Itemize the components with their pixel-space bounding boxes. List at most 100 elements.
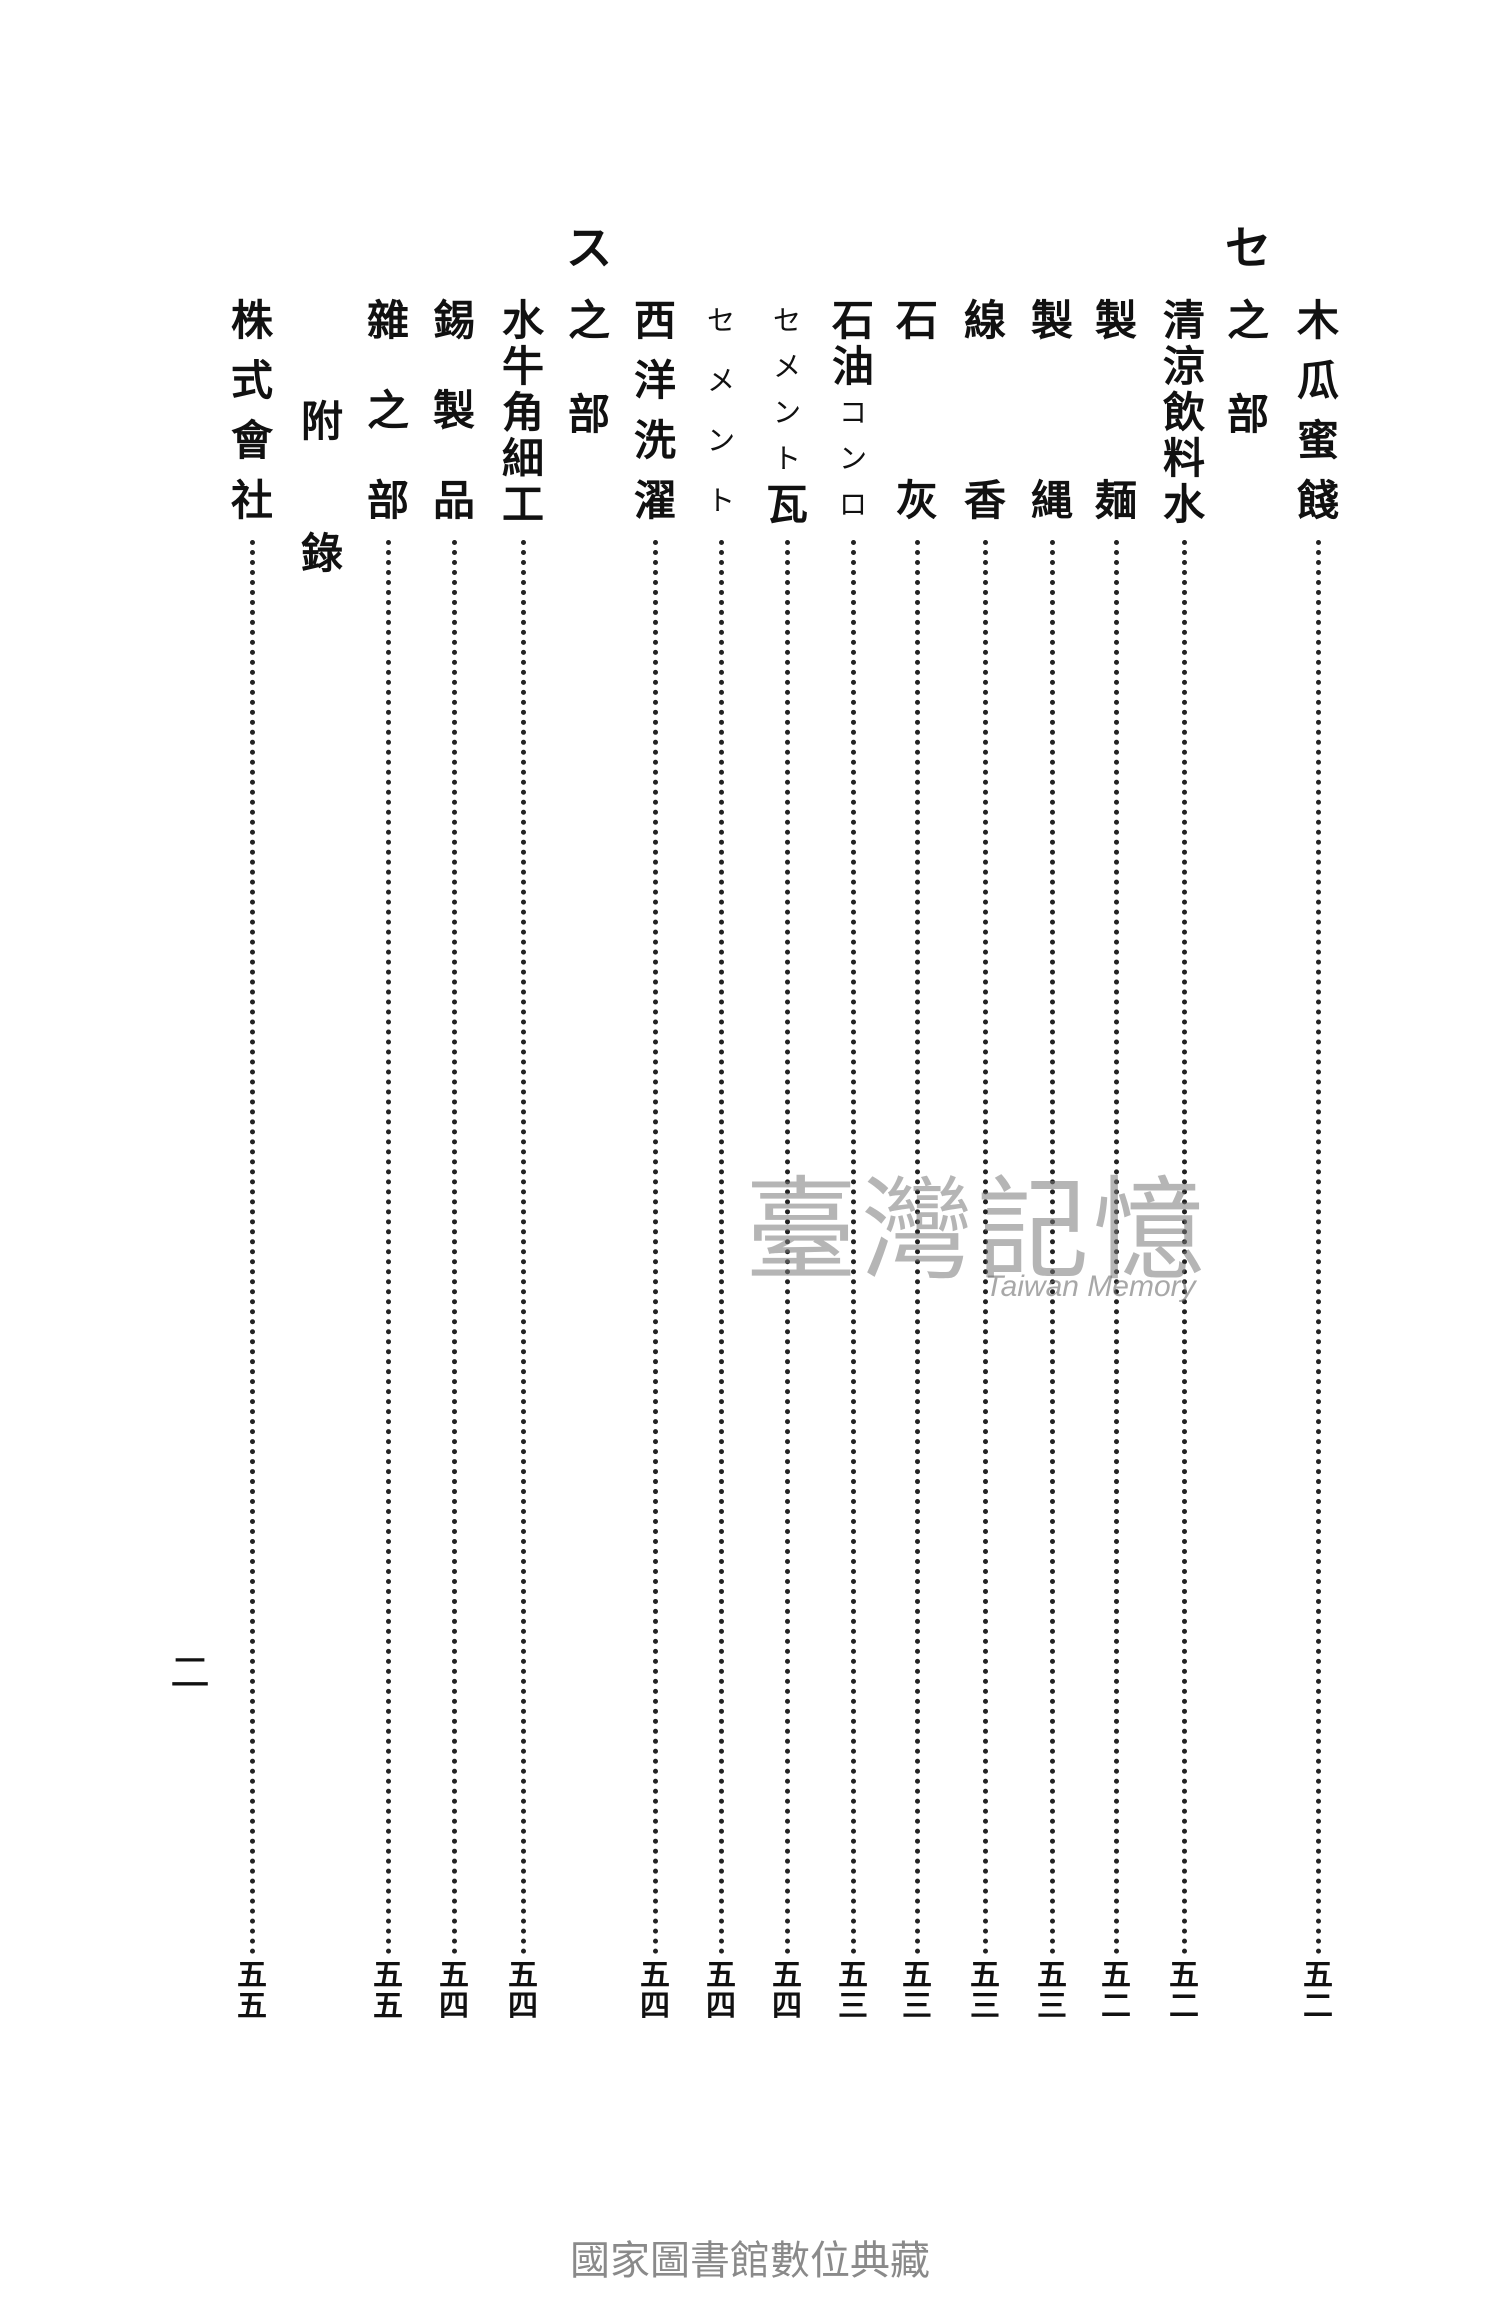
entry-title-char: 社 — [230, 476, 273, 525]
dot-leader — [719, 540, 724, 1955]
dot-leader — [915, 540, 920, 1955]
dot-leader — [983, 540, 988, 1955]
entry-title-char: 部 — [366, 476, 409, 525]
entry-title-char: ロ — [838, 488, 867, 521]
entry-page-number: 五四 — [508, 1958, 538, 2024]
entry-title-char: 蜜 — [1296, 416, 1339, 465]
entry-title-char: 涼 — [1162, 342, 1205, 391]
entry-title: 之部 — [559, 298, 619, 438]
entry-title-char: 製 — [1094, 296, 1137, 345]
entry-title-char: 飲 — [1162, 388, 1205, 437]
entry-title-char: 之 — [1226, 296, 1269, 345]
entry-page-number: 五三 — [838, 1958, 868, 2024]
entry-title-char: 附 — [300, 397, 343, 446]
entry-title: 清涼飲料水 — [1154, 296, 1214, 528]
entry-title-char: 線 — [963, 296, 1006, 345]
entry-title-char: 瓦 — [765, 480, 808, 529]
entry-title-char: 水 — [501, 296, 544, 345]
entry-title: 錫製品 — [424, 298, 484, 524]
entry-page-number: 五二 — [1169, 1958, 1199, 2024]
dot-leader — [1050, 540, 1055, 1955]
entry-title-char: 品 — [432, 476, 475, 525]
entry-title-char: 餞 — [1296, 476, 1339, 525]
dot-leader — [1114, 540, 1119, 1955]
entry-title: 之部 — [1218, 298, 1278, 438]
entry-title-char: セ — [772, 304, 801, 337]
dot-leader — [851, 540, 856, 1955]
dot-leader — [452, 540, 457, 1955]
entry-title-char: ン — [772, 396, 801, 429]
entry-title-char: 工 — [501, 480, 544, 529]
entry-title-char: 瓜 — [1296, 356, 1339, 405]
entry-title-char: 製 — [432, 386, 475, 435]
entry-page-number: 五三 — [1037, 1958, 1067, 2024]
entry-title-char: 石 — [831, 296, 874, 345]
entry-title-char: 部 — [1226, 390, 1269, 439]
entry-title-char: ト — [706, 484, 735, 517]
entry-page-number: 五四 — [439, 1958, 469, 2024]
entry-title: 線香 — [955, 298, 1015, 524]
page-number: 二 — [170, 1650, 210, 1696]
entry-title-char: ン — [706, 424, 735, 457]
dot-leader — [1316, 540, 1321, 1955]
entry-title-char: ト — [772, 442, 801, 475]
entry-page-number: 五四 — [640, 1958, 670, 2024]
entry-page-number: 五四 — [706, 1958, 736, 2024]
entry-page-number: 五二 — [1303, 1958, 1333, 2024]
entry-title-char: メ — [772, 350, 801, 383]
entry-title-char: コ — [838, 396, 867, 429]
entry-page-number: 五三 — [902, 1958, 932, 2024]
dot-leader — [785, 540, 790, 1955]
entry-title-char: 香 — [963, 476, 1006, 525]
entry-title-char: 濯 — [633, 476, 676, 525]
entry-page-number: 五四 — [772, 1958, 802, 2024]
entry-title-char: 料 — [1162, 434, 1205, 483]
entry-title-char: 麺 — [1094, 476, 1137, 525]
entry-title-char: 細 — [501, 434, 544, 483]
entry-title-char: 錄 — [300, 529, 343, 578]
entry-title-char: 水 — [1162, 480, 1205, 529]
entry-page-number: 五五 — [237, 1958, 267, 2024]
watermark-logo: 臺灣記憶 — [745, 1166, 1209, 1296]
entry-title-char: 株 — [230, 296, 273, 345]
entry-title: 西洋洗濯 — [625, 298, 685, 524]
entry-title-char: 部 — [567, 390, 610, 439]
entry-title-char: 洋 — [633, 356, 676, 405]
entry-title-char: 會 — [230, 416, 273, 465]
entry-title-char: 石 — [895, 296, 938, 345]
entry-title: 石灰 — [887, 298, 947, 524]
watermark-subtitle: Taiwan Memory — [985, 1270, 1196, 1303]
entry-title-char: 之 — [366, 386, 409, 435]
entry-title: セメント瓦 — [757, 298, 817, 528]
entry-title-char: 角 — [501, 388, 544, 437]
entry-title: 木瓜蜜餞 — [1288, 298, 1348, 524]
entry-title: 製縄 — [1022, 298, 1082, 524]
dot-leader — [653, 540, 658, 1955]
dot-leader — [521, 540, 526, 1955]
entry-title-char: 木 — [1296, 296, 1339, 345]
dot-leader — [386, 540, 391, 1955]
entry-page-number: 五二 — [1101, 1958, 1131, 2024]
dot-leader — [1182, 540, 1187, 1955]
entry-title-char: 油 — [831, 342, 874, 391]
entry-page-number: 五五 — [373, 1958, 403, 2024]
entry-title: セメント — [691, 298, 751, 524]
entry-title-char: 式 — [230, 356, 273, 405]
entry-title-char: 縄 — [1030, 476, 1073, 525]
entry-title-char: ン — [838, 442, 867, 475]
entry-title-char: 雜 — [366, 296, 409, 345]
entry-title: 石油コンロ — [823, 298, 883, 524]
entry-title: 製麺 — [1086, 298, 1146, 524]
entry-title-char: 灰 — [895, 476, 938, 525]
entry-title-char: 之 — [567, 296, 610, 345]
entry-title: 株式會社 — [222, 298, 282, 524]
entry-title: 水牛角細工 — [493, 296, 553, 528]
section-header-se: セ — [1225, 221, 1271, 275]
entry-title-char: 錫 — [432, 296, 475, 345]
entry-page-number: 五三 — [970, 1958, 1000, 2024]
entry-title-char: メ — [706, 364, 735, 397]
entry-title: 雜之部 — [358, 298, 418, 524]
entry-title-char: 製 — [1030, 296, 1073, 345]
entry-title-char: 清 — [1162, 296, 1205, 345]
entry-title-char: 西 — [633, 296, 676, 345]
